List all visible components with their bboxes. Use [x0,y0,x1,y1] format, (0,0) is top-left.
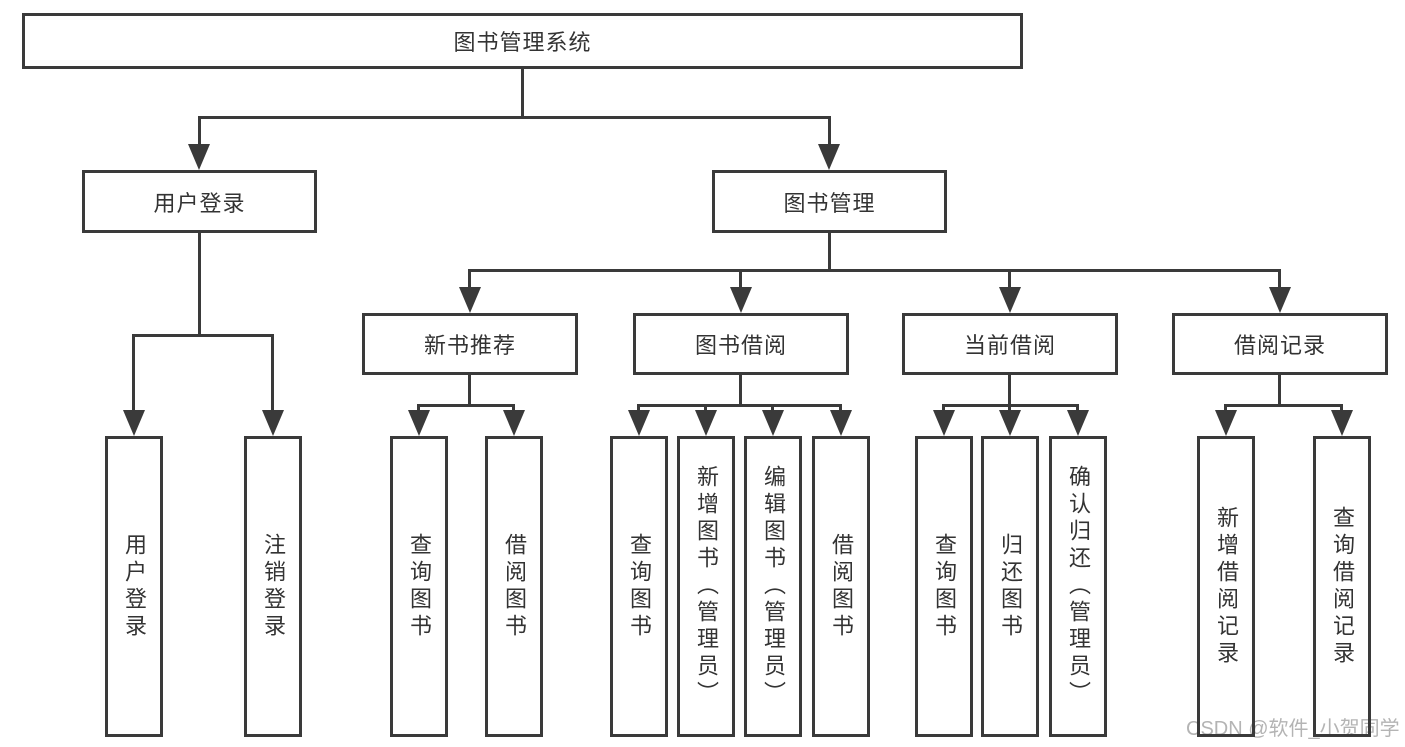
node-user-login: 用户登录 [82,170,317,233]
arrow-down-icon [408,410,430,436]
node-label: 注销登录 [261,532,286,641]
leaf-confirm-return-admin: 确认归还（管理员） [1049,436,1107,737]
connector-line [1278,269,1281,289]
node-book-borrowing: 图书借阅 [633,313,849,375]
arrow-down-icon [730,287,752,313]
connector-line [512,404,515,412]
node-label: 查询借阅记录 [1330,505,1355,668]
leaf-borrow-books: 借阅图书 [812,436,870,737]
node-label: 图书管理系统 [453,30,592,55]
leaf-user-login: 用户登录 [105,436,163,737]
connector-line [1008,373,1011,407]
node-label: 借阅记录 [1233,333,1326,358]
arrow-down-icon [123,410,145,436]
connector-line [1278,373,1281,407]
connector-line [417,404,515,407]
connector-line [942,404,945,412]
node-label: 用户登录 [122,532,147,641]
node-label: 查询图书 [932,532,957,641]
connector-line [521,68,524,118]
leaf-return-book: 归还图书 [981,436,1039,737]
arrow-down-icon [830,410,852,436]
leaf-query-books-recommend: 查询图书 [390,436,448,737]
node-label: 用户登录 [153,190,246,216]
connector-line [739,373,742,407]
node-label: 新增借阅记录 [1214,505,1239,668]
node-library-management-system: 图书管理系统 [22,13,1023,69]
leaf-query-borrow-record: 查询借阅记录 [1313,436,1371,737]
node-label: 新书推荐 [423,333,516,358]
node-new-book-recommendation: 新书推荐 [362,313,578,375]
arrow-down-icon [933,410,955,436]
node-current-borrowing: 当前借阅 [902,313,1118,375]
connector-line [1008,269,1011,289]
arrow-down-icon [1331,410,1353,436]
node-label: 当前借阅 [963,333,1056,358]
arrow-down-icon [188,144,210,170]
connector-line [1340,404,1343,412]
arrow-down-icon [999,410,1021,436]
connector-line [468,373,471,407]
arrow-down-icon [695,410,717,436]
node-label: 确认归还（管理员） [1066,465,1091,708]
leaf-add-book-admin: 新增图书（管理员） [677,436,735,737]
arrow-down-icon [818,144,840,170]
connector-line [1076,404,1079,412]
arrow-down-icon [262,410,284,436]
connector-line [198,116,831,119]
connector-line [771,404,774,412]
node-label: 归还图书 [998,532,1023,641]
connector-line [1224,404,1227,412]
arrow-down-icon [1215,410,1237,436]
arrow-down-icon [503,410,525,436]
connector-line [637,404,640,412]
leaf-logout: 注销登录 [244,436,302,737]
node-label: 查询图书 [407,532,432,641]
connector-line [132,334,135,412]
node-label: 借阅图书 [502,532,527,641]
connector-line [271,334,274,412]
connector-line [132,334,274,337]
node-label: 新增图书（管理员） [694,465,719,708]
arrow-down-icon [999,287,1021,313]
leaf-query-books-borrow: 查询图书 [610,436,668,737]
node-borrowing-records: 借阅记录 [1172,313,1388,375]
leaf-add-borrow-record: 新增借阅记录 [1197,436,1255,737]
connector-line [468,269,471,289]
csdn-watermark: CSDN @软件_小贺同学 [1186,718,1400,740]
connector-line [1008,404,1011,412]
connector-line [704,404,707,412]
arrow-down-icon [1269,287,1291,313]
arrow-down-icon [628,410,650,436]
node-label: 图书借阅 [694,333,787,358]
node-label: 图书管理 [783,190,876,216]
connector-line [1224,404,1343,407]
connector-line [417,404,420,412]
arrow-down-icon [762,410,784,436]
node-book-management: 图书管理 [712,170,947,233]
leaf-borrow-books-recommend: 借阅图书 [485,436,543,737]
leaf-edit-book-admin: 编辑图书（管理员） [744,436,802,737]
leaf-query-books-current: 查询图书 [915,436,973,737]
connector-line [468,269,1281,272]
connector-line [828,116,831,146]
node-label: 查询图书 [627,532,652,641]
node-label: 编辑图书（管理员） [761,465,786,708]
connector-line [828,232,831,271]
connector-line [637,404,842,407]
arrow-down-icon [459,287,481,313]
connector-line [739,269,742,289]
connector-line [198,116,201,146]
node-label: 借阅图书 [829,532,854,641]
connector-line [198,232,201,336]
connector-line [839,404,842,412]
arrow-down-icon [1067,410,1089,436]
